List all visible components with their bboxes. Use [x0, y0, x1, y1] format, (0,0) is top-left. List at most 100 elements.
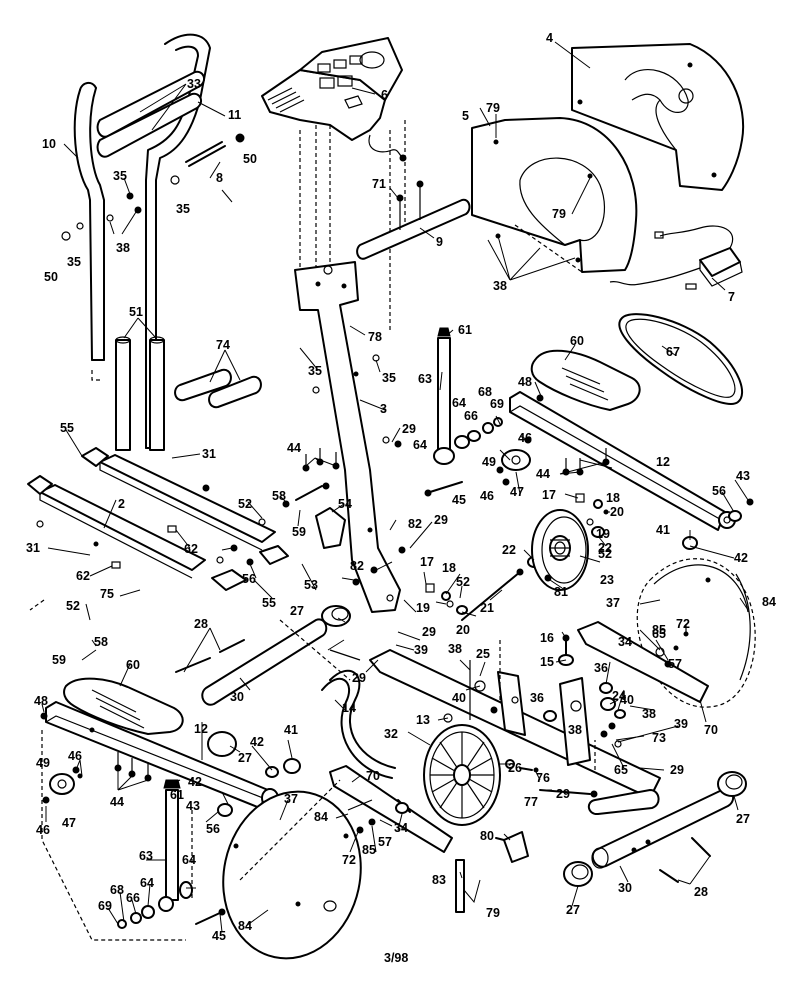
callout-85-right: 85: [652, 623, 666, 637]
right-pedal: [530, 349, 641, 411]
right-rear-arm: [577, 621, 709, 703]
callout-74: 74: [216, 338, 230, 352]
callout-54: 54: [338, 497, 352, 511]
callout-65-right: 65: [652, 627, 666, 641]
callout-29-mid: 29: [434, 513, 448, 527]
callout-55-upper: 55: [60, 421, 74, 435]
callout-9: 9: [436, 235, 443, 249]
callout-25: 25: [476, 647, 490, 661]
callout-37-right: 37: [606, 596, 620, 610]
callout-20-upright: 20: [456, 623, 470, 637]
callout-63-right: 63: [418, 372, 432, 386]
callout-52-lower: 52: [66, 599, 80, 613]
callout-29-frame: 29: [556, 787, 570, 801]
callout-64-right-b: 64: [413, 438, 427, 452]
callout-29-upright: 29: [402, 422, 416, 436]
callout-82-lower: 82: [350, 559, 364, 573]
callout-64-left-a: 64: [182, 853, 196, 867]
callout-39-upright: 39: [414, 643, 428, 657]
leader-lines: [41, 41, 749, 933]
assembly-guides-top: [91, 120, 583, 381]
callout-48-right: 48: [518, 375, 532, 389]
ac-adapter: [609, 225, 743, 290]
callout-79-top: 79: [486, 101, 500, 115]
callout-35-upright-a: 35: [308, 364, 322, 378]
frame-brackets: [474, 671, 622, 766]
callout-83: 83: [432, 873, 446, 887]
callout-20-right: 20: [610, 505, 624, 519]
callout-65-frame: 65: [614, 763, 628, 777]
left-side-shield: [471, 117, 638, 273]
callout-38-shield: 38: [493, 279, 507, 293]
callout-44-right: 44: [536, 467, 550, 481]
base-frame: [36, 454, 276, 579]
callout-29-pivot: 29: [422, 625, 436, 639]
callout-4: 4: [546, 31, 553, 45]
callout-17-right: 17: [542, 488, 556, 502]
callout-42-left-b: 42: [188, 775, 202, 789]
callout-3: 3: [380, 402, 387, 416]
callout-23: 23: [600, 573, 614, 587]
callout-22-right: 22: [598, 541, 612, 555]
callout-44-upright: 44: [287, 441, 301, 455]
callout-60-right: 60: [570, 334, 584, 348]
callout-55-lower: 55: [262, 596, 276, 610]
callout-27-right: 27: [736, 812, 750, 826]
handlebar-grips: [96, 70, 206, 158]
callout-29-lower: 29: [352, 671, 366, 685]
left-axle-stack: [117, 779, 193, 929]
upright-mast: [294, 261, 401, 613]
callout-60-left: 60: [126, 658, 140, 672]
callout-28-upper: 28: [194, 617, 208, 631]
callout-39-right: 39: [674, 717, 688, 731]
callout-26: 26: [508, 761, 522, 775]
callout-56-base: 56: [242, 572, 256, 586]
foam-rollers: [174, 368, 262, 409]
callout-38-handle: 38: [116, 241, 130, 255]
crossbar: [356, 180, 471, 260]
callout-56-right: 56: [712, 484, 726, 498]
callout-84-arm: 84: [314, 810, 328, 824]
callout-69-right: 69: [490, 397, 504, 411]
callout-57-left: 57: [378, 835, 392, 849]
callout-76: 76: [536, 771, 550, 785]
callout-13: 13: [416, 713, 430, 727]
callout-12-left: 12: [194, 722, 208, 736]
callout-49-left: 49: [36, 756, 50, 770]
callout-45-left: 45: [212, 929, 226, 943]
right-side-shield: [571, 43, 745, 191]
left-handlebar: [73, 82, 105, 361]
callout-15: 15: [540, 655, 554, 669]
callout-81: 81: [554, 585, 568, 599]
upper-axle: [185, 141, 226, 167]
callout-50-lower: 50: [44, 270, 58, 284]
callout-30-lower: 30: [618, 881, 632, 895]
callout-59-base: 59: [292, 525, 306, 539]
callout-labels: 4 6 33 11 10 50 50 8 35 35 35 35 35 38 3…: [26, 31, 776, 943]
callout-61-right: 61: [458, 323, 472, 337]
callout-30-upper: 30: [230, 690, 244, 704]
callout-29-right: 29: [670, 763, 684, 777]
fasteners-top: [61, 133, 245, 241]
callout-68-left: 68: [110, 883, 124, 897]
callout-82-upper: 82: [408, 517, 422, 531]
callout-41-left: 41: [284, 723, 298, 737]
pulley: [531, 509, 589, 591]
assembly-guides-left: [29, 599, 596, 941]
callout-40-frame: 40: [452, 691, 466, 705]
callout-66-right: 66: [464, 409, 478, 423]
callout-27-lower: 27: [566, 903, 580, 917]
callout-79-rod: 79: [486, 906, 500, 920]
callout-31-upper: 31: [202, 447, 216, 461]
callout-84-right: 84: [762, 595, 776, 609]
lower-handle-tubes: [115, 336, 165, 451]
callout-52-base: 52: [238, 497, 252, 511]
callout-64-left-b: 64: [140, 876, 154, 890]
callout-80: 80: [480, 829, 494, 843]
right-washers: [599, 682, 626, 719]
callout-35-upright-b: 35: [382, 371, 396, 385]
callout-19-right: 19: [596, 527, 610, 541]
callout-38-right: 38: [642, 707, 656, 721]
callout-36-frame: 36: [530, 691, 544, 705]
